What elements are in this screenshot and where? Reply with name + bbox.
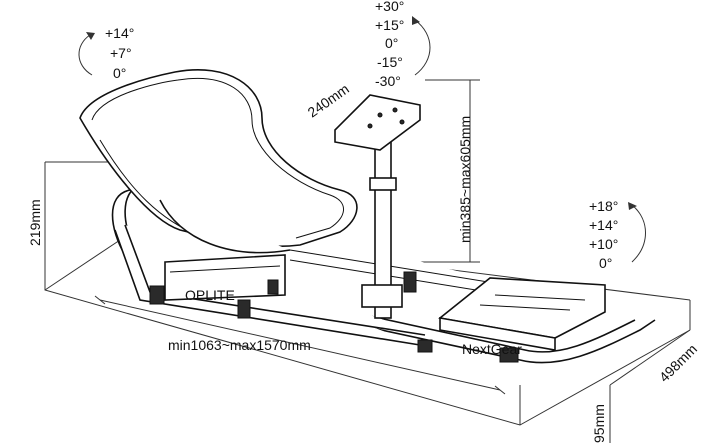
wheel-angle-3: 0° xyxy=(385,35,398,51)
length-label: min1063~max1570mm xyxy=(168,337,311,353)
wheel-rotation-arrow xyxy=(412,16,431,76)
wheel-angle-5: -30° xyxy=(375,73,401,89)
width-dimension-line xyxy=(609,329,691,386)
seat-rotation-arrow xyxy=(78,32,95,76)
wheel-angle-4: -15° xyxy=(377,54,403,70)
pedal-plate xyxy=(417,277,606,363)
width-label: 498mm xyxy=(656,341,700,385)
pedal-angle-4: 0° xyxy=(599,255,612,271)
seat-angle-3: 0° xyxy=(113,65,126,81)
pedal-angle-3: +10° xyxy=(589,236,618,252)
front-brand-tag: NextGear xyxy=(462,341,522,357)
wheel-angle-2: +15° xyxy=(375,17,404,33)
seat-height-label: 219mm xyxy=(27,199,43,246)
pedal-rotation-arrow xyxy=(628,202,646,263)
pedal-angle-2: +14° xyxy=(589,217,618,233)
wheel-height-label: min385~max605mm xyxy=(457,116,473,243)
pedal-angle-1: +18° xyxy=(589,198,618,214)
wheel-height-dimension-line xyxy=(420,79,480,263)
seat-angle-2: +7° xyxy=(110,45,132,61)
rear-brand-tag: OPLITE xyxy=(185,287,235,303)
bucket-seat xyxy=(79,69,358,254)
wheel-plate-width-label: 240mm xyxy=(305,81,352,121)
wheel-plate xyxy=(334,94,421,151)
base-height-label: 95mm xyxy=(591,404,607,443)
seat-slider xyxy=(149,254,286,319)
seat-angle-1: +14° xyxy=(105,25,134,41)
wheel-angle-1: +30° xyxy=(375,0,404,14)
length-dimension-line xyxy=(94,295,506,395)
wheel-mast xyxy=(361,139,417,319)
